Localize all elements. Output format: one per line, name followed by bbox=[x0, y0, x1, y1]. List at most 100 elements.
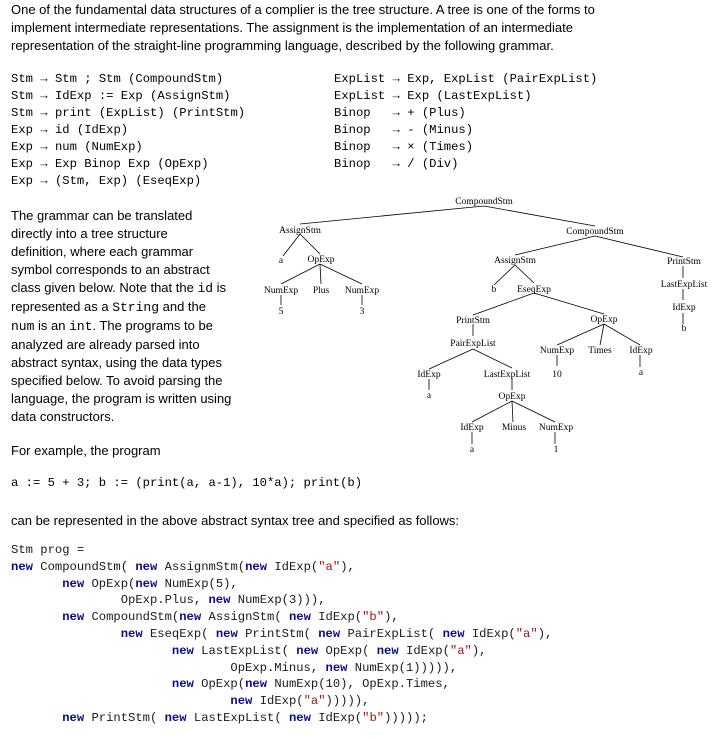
code-text: ), bbox=[340, 559, 355, 574]
code-line: new OpExp(new NumExp(5), bbox=[11, 577, 238, 591]
tree-node: NumExp bbox=[539, 423, 574, 433]
tree-node: 1 bbox=[554, 445, 559, 455]
tree-node: b bbox=[492, 285, 497, 295]
code-text bbox=[11, 577, 62, 591]
grammar-rule: Binop → × (Times) bbox=[334, 140, 474, 154]
code-text: ))))), bbox=[325, 694, 370, 709]
code-text: PrintStm( bbox=[84, 711, 165, 725]
arrow-icon: → bbox=[40, 72, 48, 86]
desc-line: data constructors. bbox=[11, 409, 115, 424]
tree-node: a bbox=[427, 391, 432, 401]
code-keyword: new bbox=[208, 593, 231, 608]
tree-node: NumExp bbox=[345, 286, 380, 296]
desc-line: directly into a tree structure bbox=[11, 226, 168, 241]
tree-node: NumExp bbox=[540, 346, 575, 356]
tree-node: IdExp bbox=[460, 423, 483, 433]
code-line: Stm prog = bbox=[11, 543, 84, 557]
grammar-rule: Stm → Stm ; Stm (CompoundStm) bbox=[11, 72, 224, 86]
code-line: OpExp.Plus, new NumExp(3))), bbox=[11, 593, 326, 607]
intro-paragraph: One of the fundamental data structures o… bbox=[11, 1, 701, 55]
code-text: OpExp.Plus, bbox=[11, 593, 209, 608]
desc-line: symbol corresponds to an abstract bbox=[11, 262, 210, 277]
arrow-icon: → bbox=[40, 157, 48, 171]
grammar-rule: Binop → / (Div) bbox=[334, 157, 459, 171]
desc-line: analyzed are already parsed into bbox=[11, 337, 200, 352]
arrow-icon: → bbox=[392, 140, 400, 154]
code-text: AssignStm( bbox=[201, 610, 289, 625]
code-text: EseqExp( bbox=[142, 627, 216, 641]
code-text bbox=[11, 627, 121, 641]
code-keyword: new bbox=[376, 643, 399, 658]
tree-node: PrintStm bbox=[456, 316, 490, 326]
code-keyword: new bbox=[62, 576, 85, 591]
tree-node: IdExp bbox=[672, 303, 695, 313]
tree-node: OpExp bbox=[499, 392, 526, 402]
grammar-rule: ExpList → Exp, ExpList (PairExpList) bbox=[334, 72, 598, 86]
tree-node: NumExp bbox=[264, 286, 299, 296]
tree-node: Plus bbox=[313, 286, 330, 296]
code-string: "a" bbox=[303, 694, 326, 709]
grammar-rule: Binop → - (Minus) bbox=[334, 123, 474, 137]
code-text: LastExpList( bbox=[193, 643, 297, 658]
arrow-icon: → bbox=[40, 89, 48, 103]
code-text: OpExp( bbox=[318, 643, 377, 658]
grammar-rule: Exp → Exp Binop Exp (OpExp) bbox=[11, 157, 209, 171]
code-keyword: new bbox=[325, 660, 348, 675]
code-text: IdExp( bbox=[310, 711, 363, 725]
tree-node: PrintStm bbox=[667, 257, 701, 267]
code-text: Stm prog = bbox=[11, 543, 85, 557]
code-text bbox=[11, 644, 172, 658]
tree-node: b bbox=[682, 324, 687, 334]
code-line: OpExp.Minus, new NumExp(1))))), bbox=[11, 661, 457, 675]
code-string: "b" bbox=[362, 711, 385, 725]
intro-line: implement intermediate representations. … bbox=[11, 20, 573, 35]
tree-node: OpExp bbox=[308, 255, 335, 265]
tree-node: LastExpList bbox=[484, 370, 531, 380]
example-program: a := 5 + 3; b := (print(a, a-1), 10*a); … bbox=[11, 476, 363, 490]
code-text: NumExp(10), OpExp.Times, bbox=[267, 677, 450, 692]
grammar-rule: Stm → IdExp := Exp (AssignStm) bbox=[11, 89, 231, 103]
grammar-rule: ExpList → Exp (LastExpList) bbox=[334, 89, 532, 103]
tree-node: OpExp bbox=[591, 315, 618, 325]
tree-node: IdExp bbox=[417, 370, 440, 380]
grammar-rule: Exp → num (NumExp) bbox=[11, 140, 143, 154]
description-paragraph: The grammar can be translated directly i… bbox=[11, 207, 251, 426]
example-label: For example, the program bbox=[11, 443, 161, 458]
code-text bbox=[11, 711, 62, 725]
desc-line: represented as a String and the bbox=[11, 299, 206, 315]
code-keyword: new bbox=[288, 711, 311, 725]
code-string: "a" bbox=[318, 559, 341, 574]
code-keyword: new bbox=[179, 610, 202, 625]
code-keyword: new bbox=[135, 559, 158, 574]
code-text: IdExp( bbox=[252, 694, 304, 709]
code-text: IdExp( bbox=[310, 610, 363, 625]
arrow-icon: → bbox=[40, 106, 48, 120]
code-text: ), bbox=[471, 643, 487, 658]
code-text bbox=[11, 694, 230, 708]
code-text: OpExp.Minus, bbox=[11, 660, 326, 675]
tree-node: CompoundStm bbox=[566, 227, 624, 237]
code-text: ), bbox=[537, 627, 553, 641]
code-keyword: new bbox=[120, 627, 143, 641]
code-string: "b" bbox=[362, 610, 385, 625]
desc-line: class given below. Note that the id is bbox=[11, 280, 227, 296]
tree-node: 10 bbox=[552, 370, 562, 380]
code-line: new LastExpList( new OpExp( new IdExp("a… bbox=[11, 643, 487, 658]
code-line: new CompoundStm(new AssignStm( new IdExp… bbox=[11, 610, 399, 624]
grammar-rule: Exp → (Stm, Exp) (EseqExp) bbox=[11, 174, 202, 188]
code-text bbox=[11, 610, 62, 624]
tree-node: EseqExp bbox=[517, 285, 551, 295]
code-keyword: new bbox=[245, 677, 268, 692]
tree-node: 5 bbox=[279, 307, 284, 317]
code-line: new OpExp(new NumExp(10), OpExp.Times, bbox=[11, 677, 450, 691]
code-keyword: new bbox=[442, 627, 465, 641]
code-line: new EseqExp( new PrintStm( new PairExpLi… bbox=[11, 627, 553, 641]
desc-line: abstract syntax, using the data types bbox=[11, 355, 223, 370]
intro-line: representation of the straight-line prog… bbox=[11, 38, 554, 53]
desc-line: language, the program is written using bbox=[11, 391, 232, 406]
code-keyword: new bbox=[11, 559, 33, 574]
code-string: "a" bbox=[515, 627, 538, 641]
tree-node: a bbox=[639, 368, 644, 378]
grammar-rule: Exp → id (IdExp) bbox=[11, 123, 129, 137]
